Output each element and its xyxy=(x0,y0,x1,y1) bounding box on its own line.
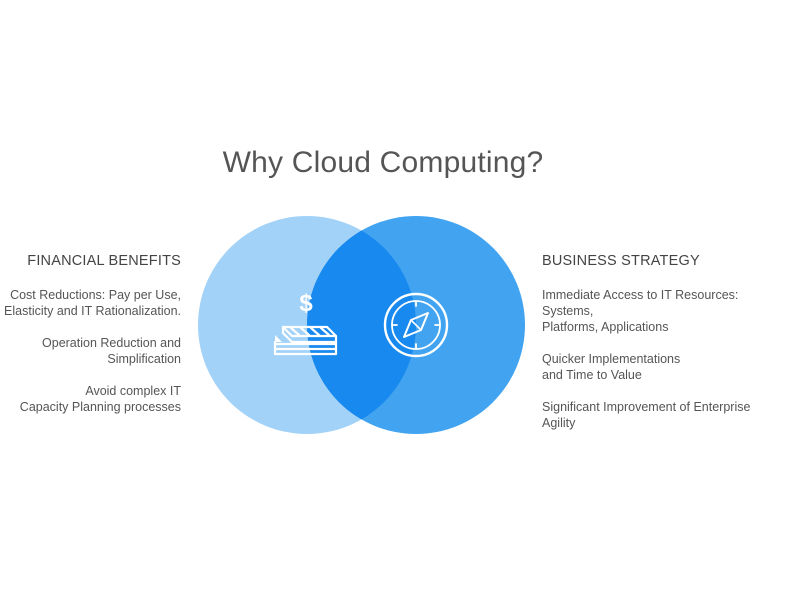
business-strategy-heading: BUSINESS STRATEGY xyxy=(542,253,700,269)
compass-icon xyxy=(383,292,449,358)
financial-benefit-item: Avoid complex IT Capacity Planning proce… xyxy=(19,384,181,414)
business-strategy-panel: BUSINESS STRATEGY Immediate Access to IT… xyxy=(542,253,792,447)
venn-overlap xyxy=(307,216,416,434)
financial-benefits-heading: FINANCIAL BENEFITS xyxy=(27,253,181,269)
page-title: Why Cloud Computing? xyxy=(222,146,544,179)
financial-benefits-panel: FINANCIAL BENEFITS Cost Reductions: Pay … xyxy=(0,253,181,431)
financial-benefit-item: Operation Reduction and Simplification xyxy=(42,336,181,366)
financial-benefit-item: Cost Reductions: Pay per Use, Elasticity… xyxy=(4,288,181,318)
money-stack-icon: $ xyxy=(273,290,338,356)
dollar-sign-icon: $ xyxy=(299,290,313,317)
business-strategy-item: Immediate Access to IT Resources: System… xyxy=(542,288,739,334)
business-strategy-item: Significant Improvement of Enterprise Ag… xyxy=(542,400,751,430)
business-strategy-item: Quicker Implementations and Time to Valu… xyxy=(542,352,681,382)
